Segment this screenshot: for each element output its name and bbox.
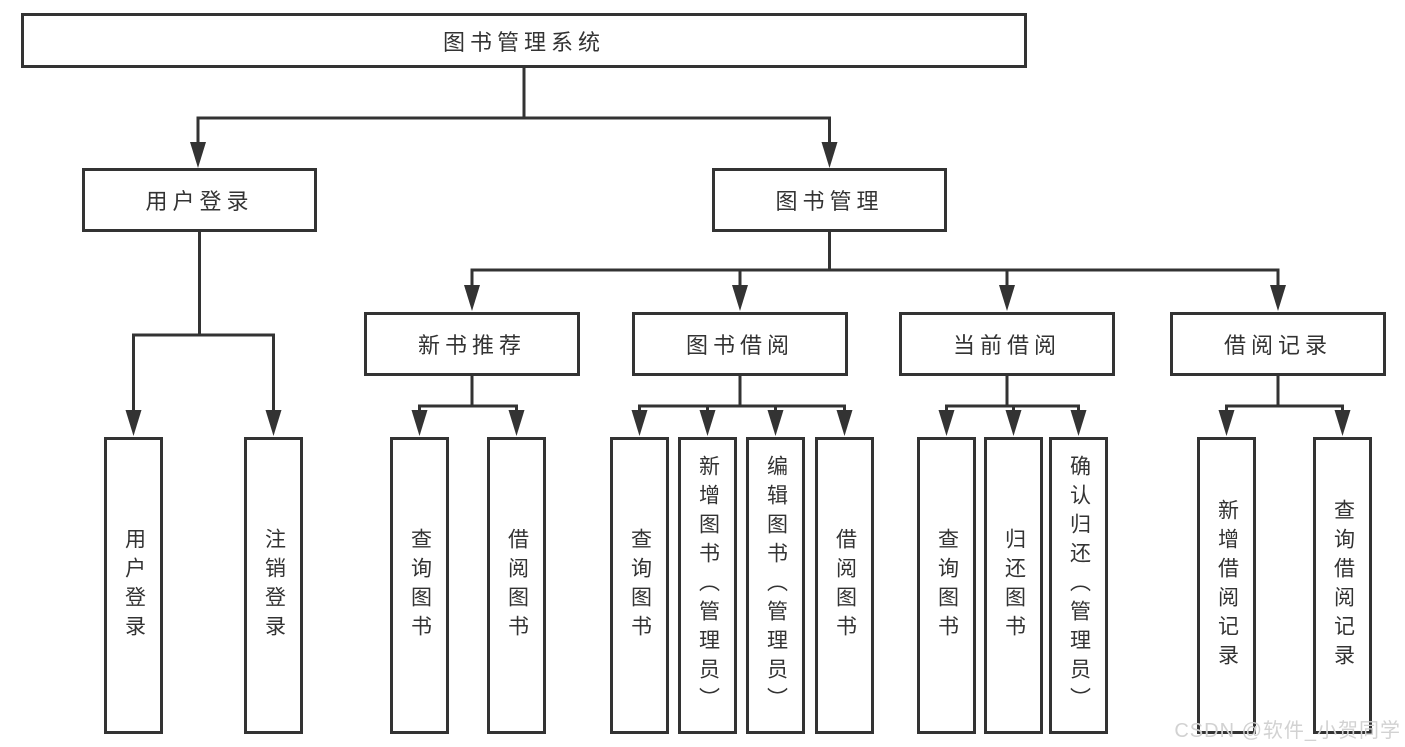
node-current-borrowing: 当前借阅 <box>899 312 1115 376</box>
leaf-borrow-books-borrowing: 借阅图书 <box>815 437 874 734</box>
node-book-management-module: 图书管理 <box>712 168 947 232</box>
node-label: 用户登录 <box>122 527 146 644</box>
leaf-add-borrow-record: 新增借阅记录 <box>1197 437 1256 734</box>
node-label: 查询图书 <box>408 527 432 644</box>
connector-borrow-records-branch <box>1225 374 1344 418</box>
node-label: 新增借阅记录 <box>1215 498 1239 673</box>
node-new-book-recommendation: 新书推荐 <box>364 312 580 376</box>
connector-new-book-branch <box>418 374 518 418</box>
node-label: 查询借阅记录 <box>1331 498 1355 673</box>
leaf-query-books-recommend: 查询图书 <box>390 437 449 734</box>
node-borrowing-records: 借阅记录 <box>1170 312 1386 376</box>
node-label: 查询图书 <box>628 527 652 644</box>
leaf-logout: 注销登录 <box>244 437 303 734</box>
node-label: 借阅图书 <box>505 527 529 644</box>
leaf-edit-books-admin: 编辑图书（管理员） <box>746 437 805 734</box>
node-label: 借阅图书 <box>833 527 857 644</box>
node-label: 新书推荐 <box>417 333 526 358</box>
node-label: 归还图书 <box>1002 527 1026 644</box>
node-label: 编辑图书（管理员） <box>764 455 788 716</box>
arrowheads <box>125 142 1351 436</box>
leaf-confirm-return-admin: 确认归还（管理员） <box>1049 437 1108 734</box>
connector-root-to-level2 <box>196 66 831 150</box>
node-book-borrowing: 图书借阅 <box>632 312 848 376</box>
leaf-return-books: 归还图书 <box>984 437 1043 734</box>
leaf-query-books-borrowing: 查询图书 <box>610 437 669 734</box>
node-label: 用户登录 <box>145 189 254 214</box>
connector-book-borrowing-branch <box>638 374 846 418</box>
leaf-user-login: 用户登录 <box>104 437 163 734</box>
node-label: 图书借阅 <box>685 333 794 358</box>
node-label: 当前借阅 <box>952 333 1061 358</box>
node-label: 图书管理系统 <box>442 29 605 55</box>
node-label: 新增图书（管理员） <box>696 455 720 716</box>
leaf-add-books-admin: 新增图书（管理员） <box>678 437 737 734</box>
node-label: 图书管理 <box>775 189 884 214</box>
node-label: 借阅记录 <box>1223 333 1332 358</box>
node-label: 查询图书 <box>935 527 959 644</box>
connector-book-management-branch <box>470 230 1280 292</box>
node-user-login-module: 用户登录 <box>82 168 317 232</box>
leaf-query-books-current: 查询图书 <box>917 437 976 734</box>
node-label: 注销登录 <box>262 527 286 644</box>
connector-user-login-branch <box>132 230 275 418</box>
leaf-borrow-books-recommend: 借阅图书 <box>487 437 546 734</box>
watermark: CSDN @软件_小贺同学 <box>1174 720 1401 742</box>
node-label: 确认归还（管理员） <box>1067 455 1091 716</box>
leaf-query-borrow-record: 查询借阅记录 <box>1313 437 1372 734</box>
node-book-management-system: 图书管理系统 <box>21 13 1027 68</box>
